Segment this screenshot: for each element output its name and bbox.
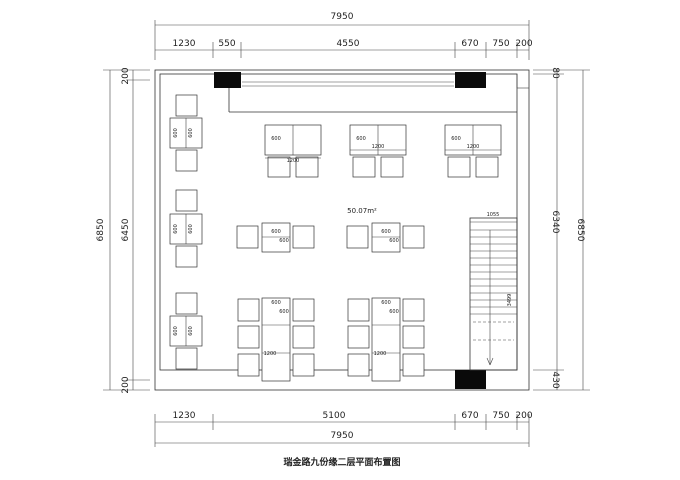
left-table-set-2: 600 600 bbox=[169, 189, 203, 268]
table-width-label: 600 bbox=[173, 224, 179, 234]
bottom-dimension-group: 1230 5100 670 750 200 7950 bbox=[154, 411, 533, 447]
top-table-set-2: 600 1200 bbox=[349, 124, 407, 178]
table-width-label: 600 bbox=[173, 326, 179, 336]
top-dim-seg-6: 200 bbox=[515, 39, 532, 49]
left-top-dimension: 200 bbox=[121, 67, 131, 84]
bottom-dim-seg-4: 750 bbox=[492, 411, 509, 421]
staircase: 1055 3499 bbox=[469, 212, 518, 371]
top-dim-seg-5: 750 bbox=[492, 39, 509, 49]
table-width-label: 600 bbox=[381, 300, 391, 306]
structural-columns bbox=[214, 72, 486, 389]
table-width-label: 600 bbox=[279, 309, 289, 315]
middle-table-set-2: 600 600 bbox=[346, 222, 425, 253]
stair-treads bbox=[470, 229, 517, 315]
left-bottom-dimension: 200 bbox=[121, 376, 131, 393]
table-width-label: 600 bbox=[271, 136, 281, 142]
top-dim-seg-4: 670 bbox=[461, 39, 478, 49]
bottom-dim-seg-5: 200 bbox=[515, 411, 532, 421]
table-width-label: 600 bbox=[389, 238, 399, 244]
table-width-label: 600 bbox=[356, 136, 366, 142]
table-width-label: 600 bbox=[381, 229, 391, 235]
table-width-label: 600 bbox=[188, 224, 194, 234]
table-width-label: 600 bbox=[188, 128, 194, 138]
drawing-caption: 瑞金路九份缘二层平面布置图 bbox=[283, 456, 400, 468]
top-table-set-3: 600 1200 bbox=[444, 124, 502, 178]
table-width-label: 600 bbox=[271, 300, 281, 306]
right-dimension-group: 80 6340 430 6850 bbox=[533, 67, 590, 391]
bottom-total-dimension: 7950 bbox=[331, 431, 354, 441]
left-inner-dimension: 6450 bbox=[121, 218, 131, 241]
bottom-dim-seg-2: 5100 bbox=[323, 411, 346, 421]
middle-table-set-1: 600 600 bbox=[236, 222, 315, 253]
column-top-right bbox=[455, 72, 486, 88]
left-table-set-3: 600 600 bbox=[169, 292, 203, 370]
bottom-table-cluster-2: 600 600 1200 bbox=[347, 297, 425, 382]
right-outer-dimension: 6850 bbox=[575, 219, 585, 242]
table-width-label: 600 bbox=[451, 136, 461, 142]
area-label: 50.07m² bbox=[347, 207, 377, 215]
bottom-table-cluster-1: 600 600 1200 bbox=[237, 297, 315, 382]
stair-width-label: 1055 bbox=[487, 212, 500, 218]
top-dim-seg-3: 4550 bbox=[337, 39, 360, 49]
left-outer-dimension: 6850 bbox=[96, 218, 106, 241]
column-bottom-right bbox=[455, 370, 486, 389]
table-width-label: 600 bbox=[389, 309, 399, 315]
table-length-label: 1200 bbox=[372, 144, 385, 150]
top-dimension-group: 7950 1230 550 4550 670 750 200 bbox=[154, 12, 533, 60]
table-width-label: 600 bbox=[173, 128, 179, 138]
table-length-label: 1200 bbox=[467, 144, 480, 150]
top-dim-seg-2: 550 bbox=[218, 39, 235, 49]
table-length-label: 1200 bbox=[264, 351, 277, 357]
bottom-dim-seg-3: 670 bbox=[461, 411, 478, 421]
left-table-set-1: 600 600 bbox=[169, 94, 203, 172]
table-length-label: 1200 bbox=[374, 351, 387, 357]
column-top-left bbox=[214, 72, 241, 88]
top-table-set-1: 600 1200 bbox=[264, 124, 322, 178]
table-length-label: 1200 bbox=[287, 158, 300, 164]
bottom-dim-seg-1: 1230 bbox=[173, 411, 196, 421]
top-total-dimension: 7950 bbox=[331, 12, 354, 22]
table-width-label: 600 bbox=[271, 229, 281, 235]
right-bottom-dimension: 430 bbox=[550, 371, 560, 388]
top-dim-seg-1: 1230 bbox=[173, 39, 196, 49]
left-dimension-group: 6850 6450 200 200 bbox=[96, 67, 150, 394]
right-top-dimension: 80 bbox=[550, 67, 560, 79]
table-width-label: 600 bbox=[188, 326, 194, 336]
right-inner-dimension: 6340 bbox=[550, 211, 560, 234]
table-width-label: 600 bbox=[279, 238, 289, 244]
stair-run-label: 3499 bbox=[507, 294, 513, 307]
